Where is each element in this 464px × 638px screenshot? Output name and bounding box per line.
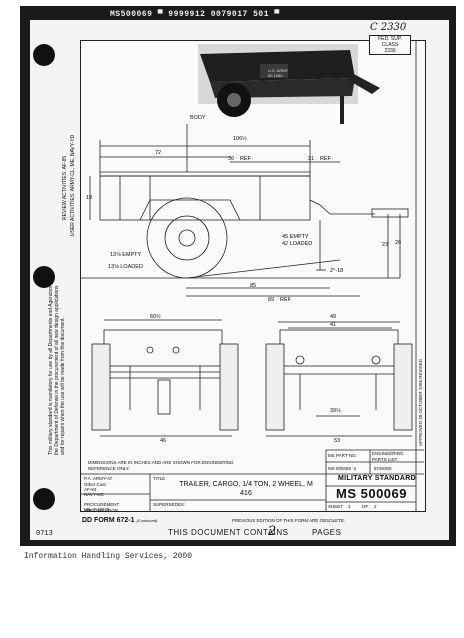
dim-41: 41: [330, 322, 337, 328]
dim-body: BODY: [190, 115, 206, 121]
proc-spec-label: PROCUREMENT SPECIFICATION: [84, 502, 120, 513]
pages-label: PAGES: [312, 528, 342, 537]
dim-72: 72: [155, 150, 162, 156]
dim-49: 49: [330, 314, 337, 320]
handwritten-code: C 2330: [370, 22, 407, 33]
supersedes-label: SUPERSEDES:: [153, 502, 186, 507]
dim-26: 26: [395, 240, 402, 246]
punch-hole: [33, 266, 55, 288]
military-standard-label: MILITARY STANDARD: [338, 475, 416, 482]
dim-13-loaded: 13⅝ LOADED: [108, 264, 143, 270]
dd-continued: (Continued): [136, 518, 158, 523]
scan-border-top: [20, 6, 456, 20]
dim-13-empty: 13⅝ EMPTY: [110, 252, 142, 258]
dimension-note: DIMENSIONS ARE IN INCHES AND ARE SHOWN F…: [88, 460, 234, 471]
dim-106: 106½: [233, 136, 247, 142]
drawing-sheet: [80, 40, 426, 512]
title-block-grid: [80, 40, 424, 512]
parts-list-no: 8736300: [374, 466, 392, 471]
proc-spec-value: MIL-T-10579: [84, 507, 110, 512]
af-code: AF-84: [84, 487, 97, 492]
sheet-label: SHEET: [328, 504, 344, 509]
pages-count: 2: [268, 524, 277, 539]
trailer-markings: U.S. ARMY 60 1080: [268, 68, 288, 78]
scan-border-right: [449, 6, 456, 546]
eng-parts-list-label: ENGINEERING PARTS LIST: [372, 451, 404, 462]
bottom-code: 0713: [36, 530, 53, 538]
dim-ref-1: REF: [240, 156, 251, 162]
dim-69: 69: [268, 297, 275, 303]
ms-number: MS 500069: [336, 486, 407, 501]
dim-45-empty: 45 EMPTY: [282, 234, 309, 240]
header-stamp: MS500069 ▀ 9999912 0079017 501 ▀: [110, 10, 280, 19]
scan-border-bottom: [20, 540, 456, 546]
ms-part-no-label: MS PART NO.: [328, 453, 357, 458]
dim-85: 85: [250, 283, 257, 289]
punch-hole: [33, 488, 55, 510]
pa-label: P.A. ARMY-AT: [84, 476, 113, 481]
dd-form-number: DD FORM 672-1: [82, 517, 135, 524]
drawing-title: TRAILER, CARGO, 1/4 TON, 2 WHEEL, M 416: [179, 481, 313, 497]
dim-39: 39½: [330, 408, 341, 414]
dim-36: 36: [228, 156, 235, 162]
title-label: TITLE: [153, 476, 166, 481]
approval-date: APPROVED 30 OCTOBER 1966 REVISED: [418, 359, 423, 446]
front-view: [265, 321, 413, 437]
footer-credit: Information Handling Services, 2000: [24, 552, 193, 561]
fsc-label: FED. SUP. CLASS: [378, 36, 402, 48]
dim-31: 31: [308, 156, 315, 162]
punch-hole: [33, 44, 55, 66]
dim-ref-2: REF: [320, 156, 331, 162]
rear-view: [91, 319, 239, 437]
of-label: OF: [362, 504, 369, 509]
dim-42-loaded: 42 LOADED: [282, 241, 313, 247]
other-cust: Other Cust: [84, 482, 106, 487]
dim-53: 53: [334, 438, 341, 444]
fed-sup-class-box: FED. SUP. CLASS 2330: [369, 35, 411, 55]
dim-46: 46: [160, 438, 167, 444]
trailer-photo: [198, 44, 380, 124]
dim-angle: 2°-18: [330, 268, 344, 274]
fsc-value: 2330: [384, 48, 396, 54]
dd-form: DD FORM 672-1 (Continued): [82, 517, 157, 524]
marking-line: U.S. ARMY: [268, 68, 289, 73]
previous-edition-note: PREVIOUS EDITION OF THIS FORM ARE OBSOLE…: [232, 518, 346, 523]
dim-60: 60½: [150, 314, 161, 320]
sheet-number: 1: [348, 504, 351, 509]
marking-line: 60 1080: [268, 73, 283, 78]
navy-code: NAVY-MC: [84, 492, 105, 497]
sheet-total: 2: [374, 504, 377, 509]
doc-contains-label: THIS DOCUMENT CONTAINS: [168, 528, 289, 537]
dim-23: 23: [382, 242, 389, 248]
scan-border-left: [20, 6, 30, 546]
dim-ref-3: REF: [280, 297, 291, 303]
ms-part-no: MS 500069 -1: [328, 466, 357, 471]
side-view: [80, 124, 409, 297]
dim-18: 18: [86, 195, 93, 201]
